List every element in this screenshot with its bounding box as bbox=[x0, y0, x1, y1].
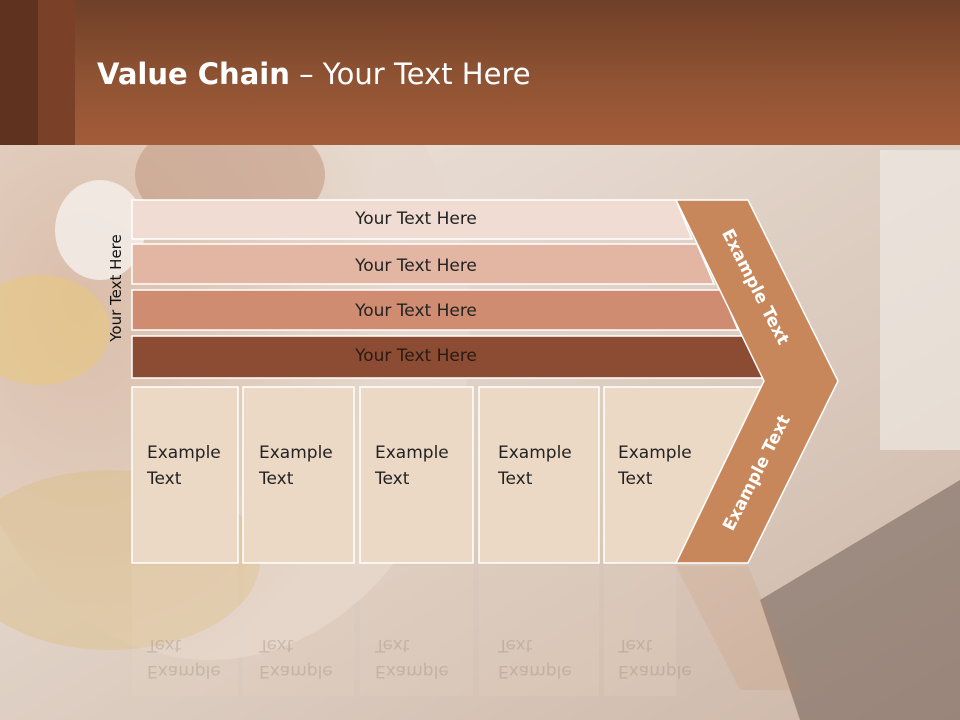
column-label-line: Text bbox=[375, 469, 410, 489]
row-bar-3 bbox=[131, 289, 740, 331]
row-label-4: Your Text Here bbox=[355, 346, 477, 366]
slide-title: Value Chain – Your Text Here bbox=[97, 54, 531, 94]
column-label-line: Text bbox=[259, 469, 294, 489]
row-label-3: Your Text Here bbox=[355, 301, 477, 321]
column-box-4 bbox=[478, 386, 600, 564]
column-label-line: Example bbox=[618, 443, 692, 463]
chevron-arrow bbox=[674, 199, 839, 564]
title-rest: – Your Text Here bbox=[289, 57, 531, 91]
column-label-line: Text bbox=[618, 469, 653, 489]
column-label-line: Text bbox=[498, 469, 533, 489]
row-label-2: Your Text Here bbox=[355, 256, 477, 276]
row-bar-2 bbox=[131, 243, 716, 285]
title-bold: Value Chain bbox=[97, 57, 290, 91]
column-reflection bbox=[132, 566, 676, 696]
column-label-line: Example bbox=[259, 443, 333, 463]
column-box-1 bbox=[131, 386, 239, 564]
title-bar: Value Chain – Your Text Here bbox=[0, 0, 960, 145]
column-label-line: Example bbox=[375, 443, 449, 463]
column-label-line: Example bbox=[498, 443, 572, 463]
chevron-reflection bbox=[676, 566, 800, 690]
row-label-1: Your Text Here bbox=[355, 209, 477, 229]
column-label-line: Text bbox=[147, 469, 182, 489]
row-bar-1 bbox=[131, 199, 694, 240]
column-box-2 bbox=[242, 386, 355, 564]
accent-band bbox=[0, 0, 38, 145]
accent-band bbox=[38, 0, 75, 145]
column-label-line: Example bbox=[147, 443, 221, 463]
column-box-3 bbox=[359, 386, 474, 564]
